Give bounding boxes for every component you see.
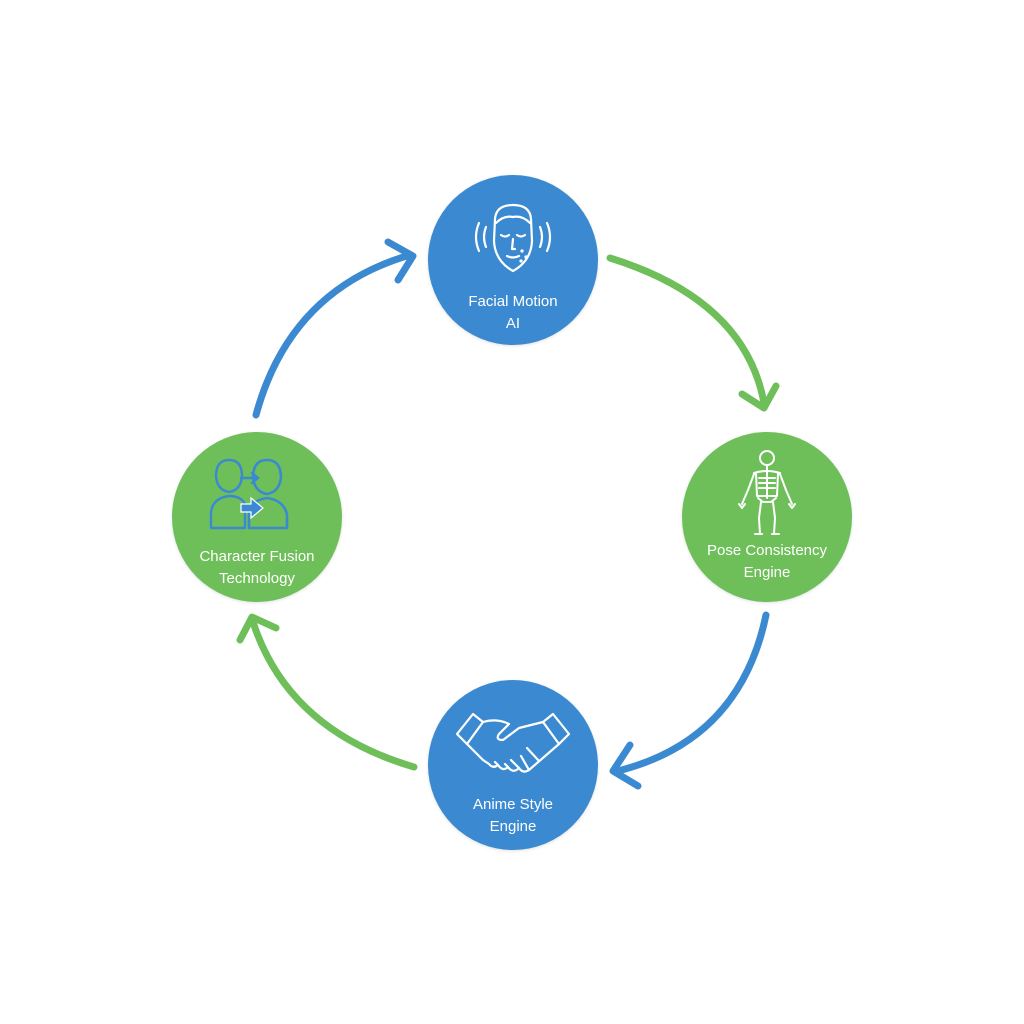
handshake-icon [455,712,571,773]
node-pose-label: Pose Consistency Engine [692,540,842,584]
node-anime-label-line1: Anime Style [472,796,554,813]
node-facial-motion-ai: Facial Motion AI [428,175,598,345]
node-facial-label-line1: Facial Motion [468,293,558,310]
arrow-anime-to-fusion [249,618,418,771]
arrow-fusion-to-facial-head [384,238,417,284]
arrow-pose-to-anime-head [609,741,642,790]
node-character-fusion-technology: Character Fusion Technology [172,432,342,602]
node-fusion-label-line2: Technology [219,570,295,587]
arrow-facial-to-pose [606,254,768,407]
node-anime-label: Anime Style Engine [438,794,588,838]
arrow-pose-to-anime [614,611,770,775]
node-pose-consistency-engine: Pose Consistency Engine [682,432,852,602]
node-pose-label-line1: Pose Consistency [706,542,828,559]
node-fusion-label-line1: Character Fusion [199,548,315,565]
node-facial-label-line2: AI [505,315,521,332]
node-facial-label: Facial Motion AI [438,291,588,335]
character-swap-icon [209,458,289,530]
node-anime-label-line2: Engine [489,818,537,835]
node-fusion-label: Character Fusion Technology [182,546,332,590]
arrow-fusion-to-facial [252,251,414,419]
node-pose-label-line2: Engine [743,564,791,581]
face-icon [474,203,552,273]
node-anime-style-engine: Anime Style Engine [428,680,598,850]
skeleton-icon [738,450,796,535]
arrow-anime-to-fusion-head [236,613,280,644]
arrow-facial-to-pose-head [738,382,780,412]
